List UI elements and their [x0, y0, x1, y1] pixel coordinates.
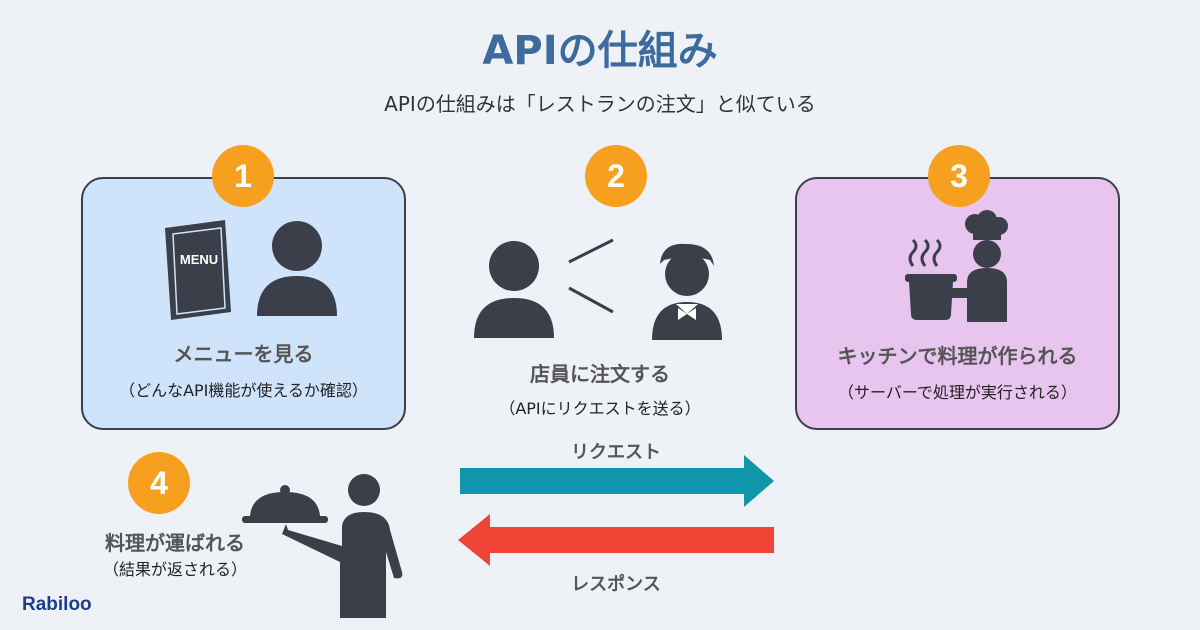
- step1-label: メニューを見る: [173, 342, 314, 366]
- step2-sub: （APIにリクエストを送る）: [499, 399, 701, 418]
- step1-badge: 1: [212, 145, 274, 207]
- server-waiter-icon: [242, 474, 403, 618]
- step4-badge: 4: [128, 452, 190, 514]
- request-label: リクエスト: [571, 442, 661, 463]
- step1-card: [81, 177, 406, 430]
- request-arrow: [460, 455, 774, 507]
- brand-logo: Rabiloo: [22, 594, 92, 615]
- step3-label: キッチンで料理が作られる: [837, 344, 1078, 368]
- customer-icon: [474, 241, 554, 338]
- page-subtitle: APIの仕組みは「レストランの注文」と似ている: [384, 92, 816, 116]
- step4-sub: （結果が返される）: [102, 560, 247, 579]
- person-icon: [257, 221, 337, 316]
- response-arrow: [458, 514, 774, 566]
- menu-icon: MENU: [165, 220, 231, 320]
- step2-badge: 2: [585, 145, 647, 207]
- response-label: レスポンス: [571, 574, 661, 595]
- speech-lines-icon: [568, 238, 614, 314]
- menu-icon-text: MENU: [180, 252, 218, 267]
- step3-sub: （サーバーで処理が実行される）: [838, 383, 1077, 402]
- step1-sub: （どんなAPI機能が使えるか確認）: [119, 381, 368, 400]
- step4-label: 料理が運ばれる: [105, 531, 245, 555]
- waiter-icon: [652, 243, 722, 340]
- step3-card: [795, 177, 1120, 430]
- response-arrow-shape: [458, 514, 774, 566]
- page-title: APIの仕組み: [482, 28, 718, 74]
- step3-badge: 3: [928, 145, 990, 207]
- request-arrow-shape: [460, 455, 774, 507]
- chef-icon: [905, 210, 1008, 322]
- step2-label: 店員に注文する: [530, 362, 670, 386]
